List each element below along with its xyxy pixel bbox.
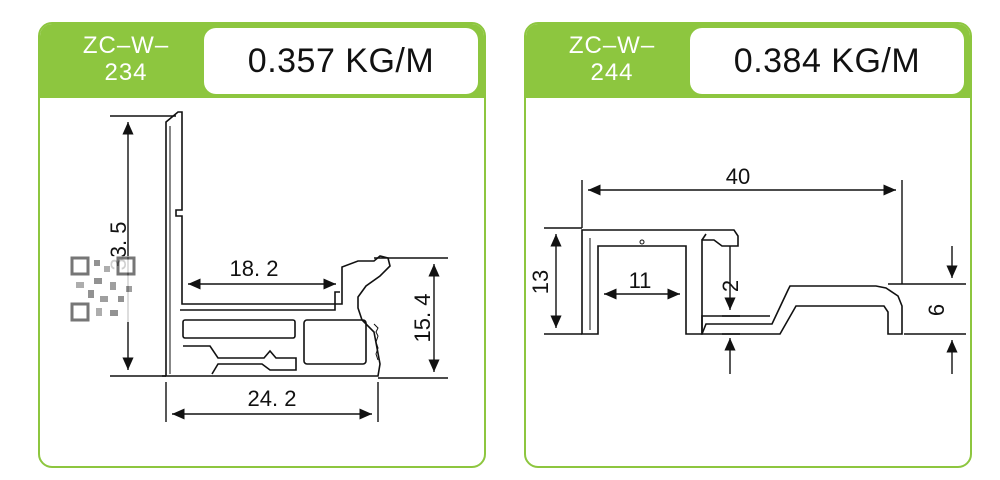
dimension-bottom-width: 24. 2 bbox=[248, 386, 297, 411]
product-code-prefix: ZC–W– bbox=[568, 32, 656, 59]
weight-box: 0.384 KG/M bbox=[690, 28, 964, 94]
weight-value: 0.357 KG/M bbox=[247, 41, 435, 80]
weight-value: 0.384 KG/M bbox=[733, 41, 921, 80]
product-card-zc-w-244: ZC–W– 244 0.384 KG/M bbox=[524, 22, 972, 468]
profile-details bbox=[589, 238, 645, 330]
dimension-height: 13 bbox=[528, 270, 553, 294]
dimension-slot-width: 11 bbox=[629, 268, 652, 293]
profile-outline bbox=[162, 111, 391, 377]
dimension-right-height: 15. 4 bbox=[410, 294, 435, 343]
dimension-lines bbox=[110, 115, 448, 422]
product-code: ZC–W– 244 bbox=[534, 32, 690, 86]
profile-details bbox=[169, 126, 379, 374]
product-code-prefix: ZC–W– bbox=[82, 32, 170, 59]
dimension-step-height: 6 bbox=[924, 304, 949, 316]
product-code-number: 234 bbox=[104, 59, 148, 86]
qr-code-watermark bbox=[70, 256, 136, 322]
profile-drawing-234: 33. 5 18. 2 15. 4 24. 2 bbox=[70, 111, 448, 422]
dimension-lines bbox=[544, 180, 966, 374]
product-code: ZC–W– 234 bbox=[48, 32, 204, 86]
product-code-number: 244 bbox=[590, 59, 634, 86]
profile-drawing-244: 40 13 11 2 6 bbox=[528, 164, 966, 374]
card-header: ZC–W– 234 0.357 KG/M bbox=[40, 24, 484, 98]
profile-outline bbox=[581, 229, 903, 335]
dimension-thickness: 2 bbox=[718, 280, 743, 292]
dimension-total-width: 40 bbox=[726, 164, 750, 189]
dimension-inner-width: 18. 2 bbox=[230, 256, 279, 281]
weight-box: 0.357 KG/M bbox=[204, 28, 478, 94]
product-card-zc-w-234: ZC–W– 234 0.357 KG/M bbox=[38, 22, 486, 468]
card-header: ZC–W– 244 0.384 KG/M bbox=[526, 24, 970, 98]
